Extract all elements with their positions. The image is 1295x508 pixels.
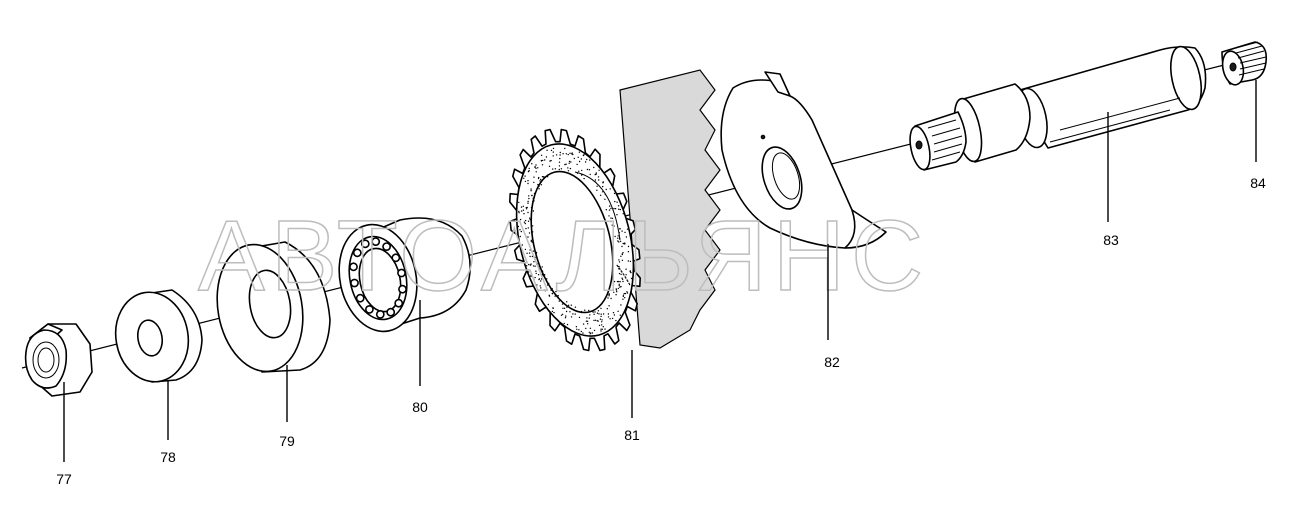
callout-label-78: 78 — [160, 449, 176, 465]
bearing-ball — [375, 309, 385, 319]
part-79-washer — [216, 241, 331, 373]
callout-label-80: 80 — [412, 399, 428, 415]
bearing-ball — [391, 253, 401, 263]
gear-teeth-back — [619, 69, 721, 349]
bearing-ball — [360, 239, 370, 249]
bearing-ball — [355, 293, 365, 303]
callout-label-84: 84 — [1250, 175, 1266, 191]
part-84-plug — [1221, 41, 1268, 86]
bearing-ball — [364, 304, 374, 314]
part-83-shaft — [909, 45, 1207, 171]
bearing-ball — [386, 307, 396, 317]
callout-label-77: 77 — [56, 471, 72, 487]
callout-label-83: 83 — [1103, 232, 1119, 248]
bearing-ball — [349, 262, 358, 272]
callout-label-82: 82 — [824, 354, 840, 370]
bearing-ball — [382, 242, 391, 251]
part-77-nut — [24, 323, 93, 397]
callout-label-81: 81 — [624, 427, 640, 443]
callout-label-79: 79 — [279, 433, 295, 449]
bearing-ball — [350, 278, 359, 288]
part-78-washer — [114, 289, 203, 383]
part-82-plate — [720, 71, 887, 249]
part-80-bearing — [338, 217, 471, 333]
callouts: 77 78 79 80 81 82 83 84 — [56, 80, 1266, 487]
part-81-gear — [509, 69, 721, 352]
bearing-ball — [371, 237, 381, 246]
bearing-ball — [394, 298, 404, 308]
bearing-ball — [397, 268, 406, 278]
bearing-ball — [398, 284, 407, 294]
watermark: АВТОАЛЬЯНС — [198, 200, 929, 312]
bearing-ball — [352, 248, 362, 258]
